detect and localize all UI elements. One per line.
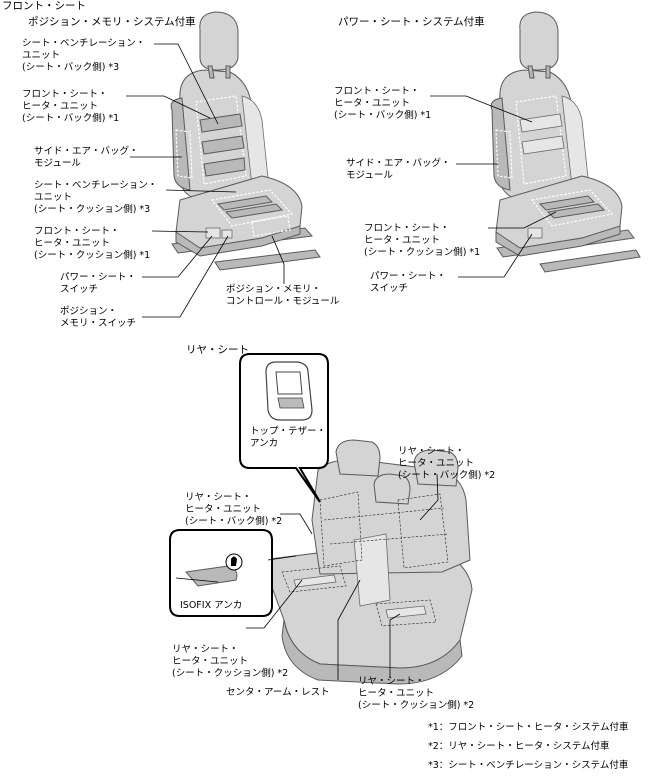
label-side-airbag-right: サイド・エア・バッグ・ モジュール — [346, 158, 451, 182]
label-front-heater-cushion-right: フロント・シート・ ヒータ・ユニット (シート・クッション側) *1 — [364, 223, 480, 259]
label-power-seat-switch-left: パワー・シート・ スイッチ — [60, 272, 136, 296]
front-seat-illustration-left — [171, 12, 320, 270]
label-rear-heater-back-left: リヤ・シート・ ヒータ・ユニット (シート・バック側) *2 — [185, 492, 282, 528]
label-rear-heater-back-right: リヤ・シート・ ヒータ・ユニット (シート・バック側) *2 — [398, 446, 495, 482]
label-position-memory-switch: ポジション・ メモリ・スイッチ — [60, 306, 136, 330]
label-top-tether-anchor: トップ・テザー・ アンカ — [250, 426, 326, 450]
label-isofix-anchor: ISOFIX アンカ — [180, 600, 242, 612]
label-side-airbag-left: サイド・エア・バッグ・ モジュール — [34, 146, 139, 170]
label-front-heater-back-right: フロント・シート・ ヒータ・ユニット (シート・バック側) *1 — [334, 86, 431, 122]
footnote-3: *3：シート・ベンチレーション・システム付車 — [428, 760, 628, 772]
label-center-armrest: センタ・アーム・レスト — [226, 687, 330, 699]
label-front-heater-cushion-left: フロント・シート・ ヒータ・ユニット (シート・クッション側) *1 — [34, 226, 150, 262]
label-seat-ventilation-cushion: シート・ベンチレーション・ ユニット (シート・クッション側) *3 — [34, 180, 157, 216]
front-seat-section-title: フロント・シート — [2, 0, 86, 12]
position-memory-variant-title: ポジション・メモリ・システム付車 — [28, 16, 196, 28]
footnote-2: *2：リヤ・シート・ヒータ・システム付車 — [428, 741, 610, 753]
rear-seat-section-title: リヤ・シート — [186, 344, 249, 356]
label-seat-ventilation-back: シート・ベンチレーション・ ユニット (シート・バック側) *3 — [22, 38, 145, 74]
footnote-1: *1：フロント・シート・ヒータ・システム付車 — [428, 722, 629, 734]
label-rear-heater-cushion-right: リヤ・シート・ ヒータ・ユニット (シート・クッション側) *2 — [358, 676, 474, 712]
label-power-seat-switch-right: パワー・シート・ スイッチ — [370, 271, 446, 295]
front-seat-illustration-right — [491, 12, 640, 272]
label-rear-heater-cushion-left: リヤ・シート・ ヒータ・ユニット (シート・クッション側) *2 — [172, 644, 288, 680]
power-seat-variant-title: パワー・シート・システム付車 — [338, 16, 485, 28]
label-front-heater-back: フロント・シート・ ヒータ・ユニット (シート・バック側) *1 — [22, 89, 119, 125]
label-position-memory-module: ポジション・メモリ・ コントロール・モジュール — [226, 284, 339, 308]
